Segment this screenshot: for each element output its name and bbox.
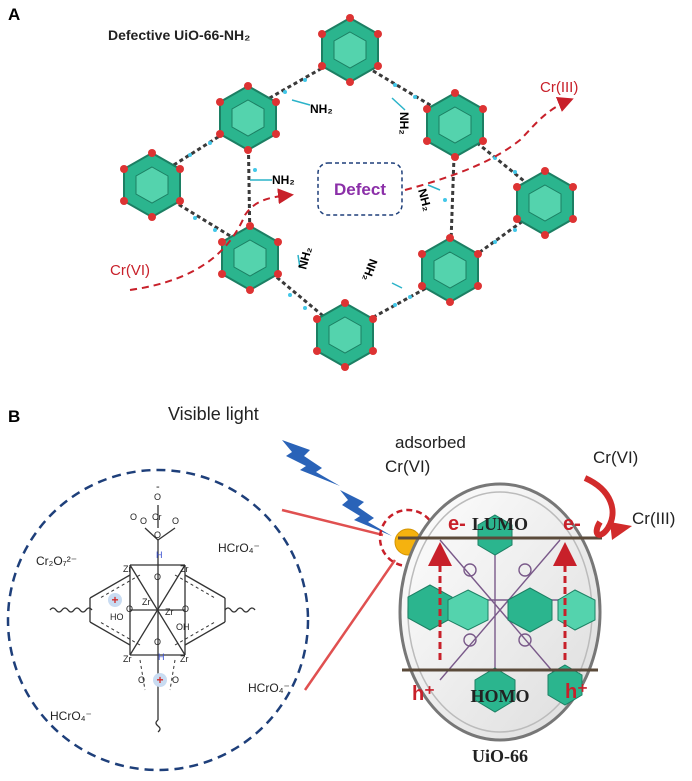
hole-label: h⁺: [565, 681, 588, 703]
adsorbed-cr-label: Cr(VI): [385, 457, 430, 476]
atom-labels: Zr Zr Zr Zr Zr Zr O O O O HO OH O O O Cr…: [110, 481, 190, 685]
zr-cluster: [513, 167, 577, 239]
zr-atom: Zr: [165, 607, 174, 617]
o-atom: O: [154, 572, 161, 582]
panel-b-label: B: [8, 407, 20, 426]
zr-cluster: [407, 584, 453, 631]
positive-site: [108, 593, 122, 607]
zr-atom: Zr: [180, 564, 189, 574]
o-atom: O: [138, 675, 145, 685]
cr-vi-label: Cr(VI): [593, 448, 638, 467]
zr-cluster: [318, 14, 382, 86]
hcro4-label: HCrO₄⁻: [50, 709, 92, 723]
zr-cluster: [474, 667, 516, 713]
reduction-arrowhead: [610, 522, 632, 540]
defect-label: Defect: [334, 180, 386, 199]
material-label: UiO-66: [472, 746, 528, 766]
cr-iii-label: Cr(III): [632, 509, 675, 528]
lumo-label: LUMO: [472, 514, 528, 534]
framework-clusters: [407, 514, 596, 713]
panel-b: B Visible light adsorbed Cr(VI): [6, 404, 675, 772]
defect-box: [317, 162, 403, 216]
nh2-label: NH₂: [359, 257, 380, 283]
adsorbed-label: adsorbed: [395, 433, 466, 452]
hcro4-label: HCrO₄⁻: [248, 681, 290, 695]
ho-group: HO: [110, 612, 124, 622]
plus-sign: +: [156, 673, 163, 687]
zr-cluster: [557, 589, 596, 631]
zoom-line: [281, 508, 384, 537]
nh2-label: NH₂: [295, 245, 314, 271]
visible-light-label: Visible light: [168, 404, 259, 424]
nh2-label: NH₂: [272, 173, 295, 187]
cr-atom: Cr: [152, 512, 162, 522]
hole-label: h⁺: [412, 683, 435, 705]
o-atom: O: [154, 492, 161, 502]
o-atom: O: [130, 512, 137, 522]
inset-structure: Zr Zr Zr Zr Zr Zr O O O O HO OH O O O Cr…: [36, 481, 290, 733]
structure-bonds: [49, 505, 256, 733]
structure-dashed-bonds: [99, 574, 216, 691]
lightning-bolt-icon: [340, 490, 392, 536]
hydrogen-labels: H H: [156, 550, 165, 662]
reduction-arrow: [583, 475, 616, 538]
o-atom: O: [172, 675, 179, 685]
o-atom: O: [126, 604, 133, 614]
zr-cluster: [218, 222, 282, 294]
zr-cluster: [477, 514, 513, 556]
cr-iii-label: Cr(III): [540, 79, 578, 96]
positive-site: [153, 673, 167, 687]
zr-atom: Zr: [123, 654, 132, 664]
electron-label: e-: [563, 513, 581, 535]
cr-outflow-arrow: [404, 97, 574, 191]
charge-minus: -: [156, 481, 160, 493]
panel-a-label: A: [8, 5, 20, 24]
o-atom: O: [154, 637, 161, 647]
o-atom: O: [154, 530, 161, 540]
panel-a-title: Defective UiO-66-NH₂: [108, 27, 250, 43]
zr-atom: Zr: [180, 654, 189, 664]
h-atom: H: [156, 550, 163, 560]
cr-inflow-arrow: [129, 188, 294, 291]
oh-group: OH: [176, 622, 190, 632]
zr-cluster: [507, 587, 553, 633]
zr-atom: Zr: [123, 564, 132, 574]
zr-cluster: [120, 149, 184, 221]
nh2-label: NH₂: [415, 187, 434, 213]
zr-cluster: [423, 89, 487, 161]
h-atom: H: [158, 652, 165, 662]
zr-atom: Zr: [142, 597, 151, 607]
zr-cluster: [547, 664, 583, 706]
panel-a: A Defective UiO-66-NH₂: [8, 5, 578, 371]
zr-cluster: [418, 234, 482, 306]
cr2o7-label: Cr₂O₇²⁻: [36, 554, 77, 568]
zr-cluster: [216, 82, 280, 154]
nh2-pointers: [250, 97, 441, 289]
cr-vi-label: Cr(VI): [110, 262, 150, 279]
plus-sign: +: [111, 593, 118, 607]
nh2-label: NH₂: [397, 112, 411, 135]
electron-label: e-: [448, 513, 466, 535]
zr-cluster: [313, 299, 377, 371]
o-atom: O: [172, 516, 179, 526]
o-atom: O: [140, 516, 147, 526]
nh2-label: NH₂: [310, 102, 333, 116]
hcro4-label: HCrO₄⁻: [218, 541, 260, 555]
zoom-line: [303, 559, 397, 691]
zr-cluster: [447, 589, 489, 631]
homo-label: HOMO: [471, 686, 530, 706]
hydrogen-atoms: [188, 78, 517, 310]
o-atom: O: [182, 604, 189, 614]
lightning-bolt-icon: [282, 440, 340, 486]
